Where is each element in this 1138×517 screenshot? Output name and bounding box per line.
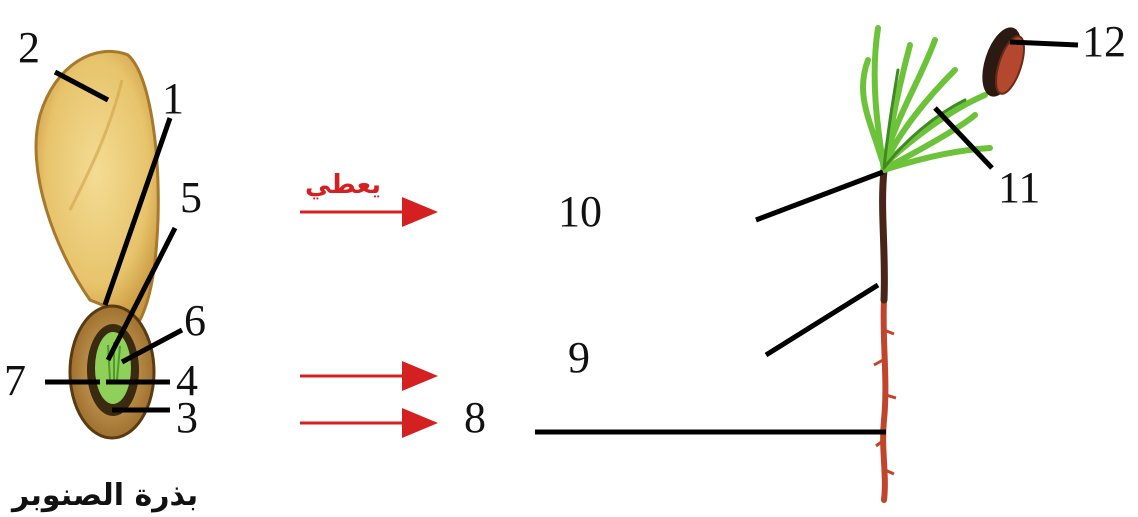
seedling-leader-lines bbox=[535, 42, 1078, 432]
seedling-stem bbox=[883, 170, 885, 300]
label-6: 6 bbox=[184, 296, 206, 345]
arrow-caption: يعطي bbox=[305, 170, 381, 200]
seedling-seed-coat bbox=[975, 23, 1030, 102]
label-12: 12 bbox=[1082, 17, 1126, 66]
label-10: 10 bbox=[558, 187, 602, 236]
seed-caption: بذرة الصنوبر bbox=[10, 478, 198, 513]
label-11: 11 bbox=[998, 163, 1040, 212]
pine-seedling-illustration bbox=[863, 23, 1030, 500]
label-1: 1 bbox=[162, 74, 184, 123]
label-8: 8 bbox=[464, 393, 486, 442]
label-2: 2 bbox=[18, 23, 40, 72]
label-9: 9 bbox=[568, 333, 590, 382]
label-7: 7 bbox=[4, 356, 26, 405]
label-5: 5 bbox=[180, 173, 202, 222]
label-3: 3 bbox=[176, 393, 198, 442]
